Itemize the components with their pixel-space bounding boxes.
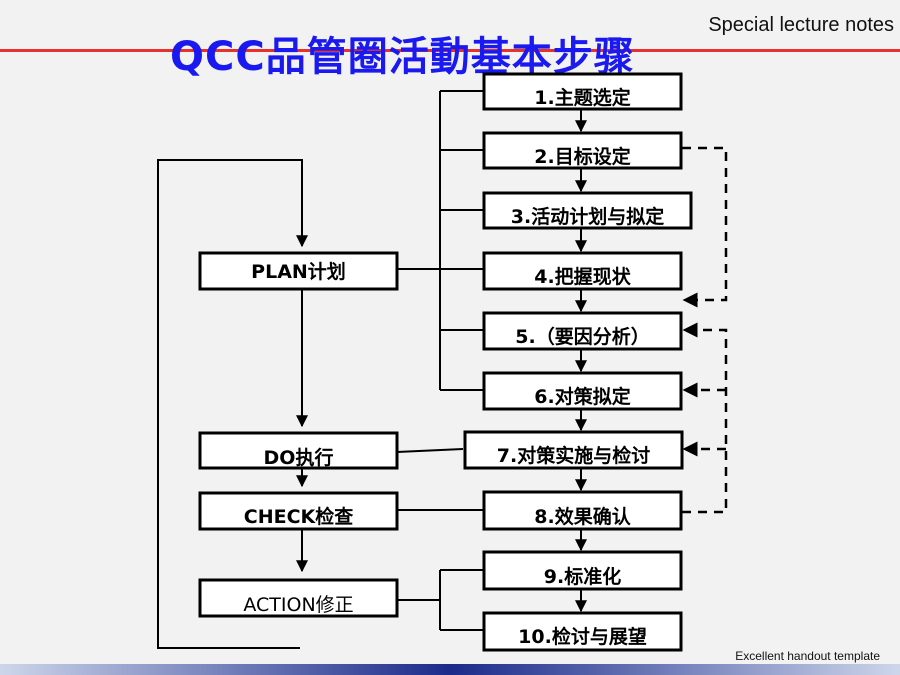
step-1-label: 1.主题选定	[534, 86, 630, 109]
step-3: 3.活动计划与拟定	[482, 191, 693, 230]
step-5: 5.（要因分析）	[482, 311, 683, 351]
phase-plan: PLAN计划	[198, 251, 399, 291]
step-9-label: 9.标准化	[544, 565, 621, 588]
footer-bar	[0, 664, 900, 675]
phase-action-label: ACTION修正	[243, 594, 353, 616]
feedback-s2-s4	[682, 146, 728, 308]
step-4-label: 4.把握现状	[534, 265, 631, 288]
step-2-label: 2.目标设定	[534, 145, 630, 168]
phase-do-label: DO执行	[264, 446, 334, 469]
phase-plan-label: PLAN计划	[251, 260, 346, 283]
feedback-s8-s5	[682, 322, 728, 514]
step-8-label: 8.效果确认	[534, 505, 630, 528]
step-7: 7.对策实施与检讨	[463, 430, 684, 470]
step-10-label: 10.检讨与展望	[518, 625, 647, 648]
step-5-label: 5.（要因分析）	[515, 325, 649, 348]
step-1: 1.主题选定	[482, 72, 683, 111]
step-8: 8.效果确认	[482, 490, 683, 531]
step-2: 2.目标设定	[482, 131, 683, 170]
step-6-label: 6.对策拟定	[534, 385, 630, 408]
phase-action: ACTION修正	[198, 578, 399, 618]
phase-check-label: CHECK检查	[244, 505, 354, 528]
footer-label: Excellent handout template	[735, 649, 880, 663]
connectors	[157, 90, 728, 649]
do-connector	[396, 448, 464, 453]
step-10: 10.检讨与展望	[482, 611, 683, 652]
step-6: 6.对策拟定	[482, 371, 683, 411]
header-divider	[0, 49, 900, 52]
page-title: QCC品管圈活動基本步骤	[170, 34, 635, 80]
phase-do: DO执行	[198, 431, 399, 470]
step-3-label: 3.活动计划与拟定	[511, 205, 664, 228]
step-9: 9.标准化	[482, 550, 683, 591]
loop-back-line	[157, 159, 308, 649]
header-label: Special lecture notes	[708, 14, 894, 36]
phase-check: CHECK检查	[198, 491, 399, 531]
step-4: 4.把握现状	[482, 251, 683, 291]
step-7-label: 7.对策实施与检讨	[497, 444, 650, 467]
